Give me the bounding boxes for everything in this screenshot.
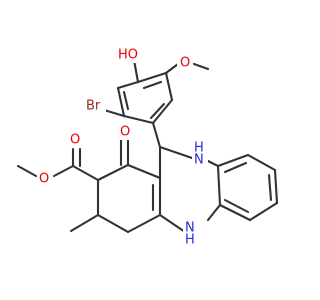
- label-background: [117, 47, 145, 63]
- label-background: [117, 124, 133, 140]
- amine-top-h-label: H: [194, 141, 204, 156]
- bond: [126, 163, 162, 180]
- bond: [69, 213, 100, 233]
- bond: [96, 163, 130, 182]
- molecule-canvas: HO O Br O O O H N N H: [16, 47, 279, 248]
- bond: [116, 86, 126, 118]
- amine-bottom-label: N: [185, 221, 195, 236]
- methoxy-oxygen-label: O: [180, 56, 190, 71]
- molecule-structure: HO O Br O O O H N N H: [16, 47, 279, 248]
- bond: [267, 173, 273, 202]
- substituents-top: [102, 58, 210, 149]
- ester-group: [16, 147, 100, 182]
- bond: [126, 213, 162, 234]
- bond: [216, 153, 250, 168]
- label-background: [192, 142, 208, 168]
- bond: [122, 90, 130, 111]
- bond: [206, 203, 222, 222]
- ketone-oxygen-label: O: [120, 125, 130, 140]
- bond: [248, 201, 279, 222]
- bromine-label: Br: [86, 99, 101, 114]
- bond: [158, 145, 194, 160]
- bond: [102, 108, 126, 118]
- label-background: [84, 98, 106, 114]
- bond: [223, 198, 250, 214]
- label-background: [183, 222, 199, 248]
- amine-bottom-h-label: H: [185, 233, 195, 248]
- bond: [116, 80, 140, 90]
- bond: [192, 62, 210, 71]
- ester-carbonyl-oxygen-label: O: [70, 133, 80, 148]
- bond: [151, 98, 174, 125]
- bond: [164, 62, 180, 75]
- atom-labels: HO O Br O O O H N N H: [37, 47, 208, 248]
- bond: [16, 164, 38, 178]
- diazepine-ring: [158, 145, 222, 234]
- bond: [71, 164, 100, 182]
- bond: [216, 164, 222, 207]
- label-background: [37, 171, 53, 187]
- bond: [164, 71, 174, 102]
- bond: [223, 161, 248, 174]
- bond: [151, 121, 162, 149]
- ester-ether-oxygen-label: O: [39, 172, 49, 187]
- bond: [96, 213, 130, 234]
- bond: [136, 71, 168, 84]
- amine-top-label: N: [194, 153, 204, 168]
- bond: [149, 102, 166, 120]
- label-background: [68, 132, 84, 148]
- bond: [273, 168, 279, 205]
- bond: [246, 153, 277, 172]
- label-background: [177, 55, 193, 71]
- benzo-ring: [216, 153, 279, 222]
- bond: [122, 114, 155, 125]
- bond: [218, 203, 252, 222]
- bond: [132, 58, 140, 84]
- cyclohexenone-ring: [69, 138, 162, 234]
- aryl-ring: [116, 71, 174, 125]
- bond: [158, 213, 187, 234]
- bond: [52, 164, 75, 178]
- bond: [142, 80, 163, 90]
- hydroxyl-label: HO: [118, 48, 138, 63]
